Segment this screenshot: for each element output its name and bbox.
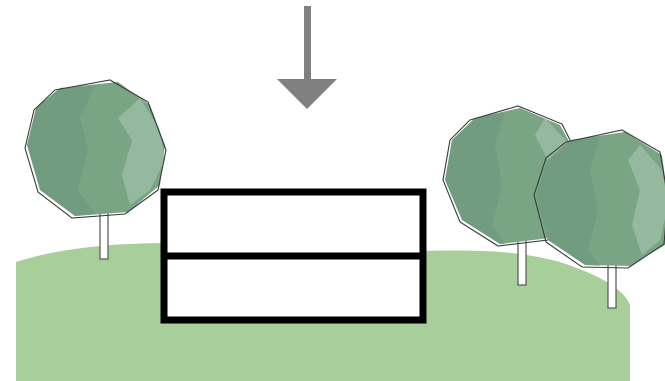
- tree-right-trunk: [607, 261, 617, 309]
- down-arrow-icon: [277, 6, 337, 109]
- tree-right: [533, 129, 665, 309]
- tree-middle-right-trunk: [517, 239, 527, 286]
- box-top: [160, 188, 427, 260]
- box-bottom: [160, 252, 427, 324]
- tree-icon: [24, 79, 167, 219]
- stacked-boxes: [160, 188, 427, 324]
- tree-icon: [533, 129, 665, 269]
- tree-left: [24, 79, 167, 260]
- tree-left-trunk: [99, 211, 109, 260]
